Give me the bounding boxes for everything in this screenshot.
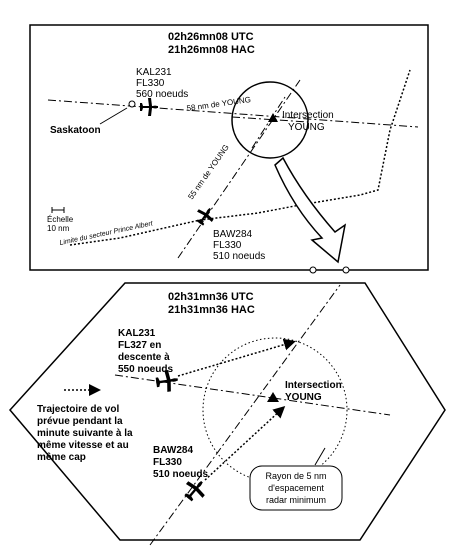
top-dist-baw-label: 55 nm de YOUNG — [186, 143, 231, 201]
bottom-kal-level: FL327 en — [118, 340, 161, 351]
bottom-baw-callsign: BAW284 — [153, 445, 193, 456]
bottom-panel-frame — [9, 282, 446, 541]
top-hac-time: 21h26mn08 HAC — [168, 44, 255, 56]
legend-line-4: même vitesse et au — [37, 440, 129, 451]
bottom-young-triangle — [267, 392, 279, 402]
top-panel: 02h26mn08 UTC 21h26mn08 HAC Intersection… — [29, 24, 429, 274]
radius-line-3: radar minimum — [266, 495, 326, 505]
top-baw-aircraft — [192, 203, 218, 229]
top-kal-speed: 560 noeuds — [136, 89, 188, 100]
top-kal-callsign: KAL231 — [136, 67, 172, 78]
legend-line-2: prévue pendant la — [37, 416, 123, 427]
bottom-hac-time: 21h31mn36 HAC — [168, 304, 255, 316]
top-saskatoon-pointer — [99, 107, 128, 125]
top-separation-circle — [231, 81, 309, 159]
top-scale-label: Échelle — [47, 215, 74, 224]
bottom-kal-callsign: KAL231 — [118, 328, 156, 339]
legend-line-5: même cap — [37, 452, 86, 463]
bottom-kal-projected-path — [177, 338, 296, 377]
bottom-utc-time: 02h31mn36 UTC — [168, 291, 254, 303]
top-intersection-label: Intersection — [282, 110, 334, 121]
bottom-young-label: YOUNG — [285, 392, 322, 403]
bottom-kal-line3: descente à — [118, 352, 170, 363]
bottom-kal-route — [114, 374, 391, 416]
bottom-separation-circle — [202, 337, 348, 483]
top-saskatoon-marker — [128, 100, 136, 108]
top-young-label: YOUNG — [288, 122, 325, 133]
top-baw-route-inner — [251, 96, 286, 149]
legend-line-1: Trajectoire de vol — [37, 404, 119, 415]
bottom-baw-speed: 510 noeuds — [153, 469, 208, 480]
top-hinge-right — [342, 266, 350, 274]
top-baw-level: FL330 — [213, 240, 242, 251]
bottom-kal-line4: 550 noeuds — [118, 364, 173, 375]
top-scale-value: 10 nm — [47, 224, 70, 233]
top-hinge-left — [309, 266, 317, 274]
top-sector-limit-label: Limite du secteur Prince Albert — [59, 220, 154, 247]
legend-line-3: minute suivante à la — [37, 428, 133, 439]
radius-pointer — [314, 447, 326, 466]
bottom-baw-projected-path — [204, 405, 286, 481]
bottom-intersection-label: Intersection — [285, 380, 342, 391]
radius-line-1: Rayon de 5 nm — [265, 471, 326, 481]
top-kal-route — [47, 99, 419, 128]
top-kal-level: FL330 — [136, 78, 165, 89]
top-kal-aircraft — [140, 98, 158, 116]
zoom-arrow — [274, 156, 347, 264]
top-baw-route — [177, 79, 301, 259]
radius-callout-box — [249, 465, 343, 511]
bottom-baw-route — [149, 284, 341, 546]
bottom-panel: 02h31mn36 UTC 21h31mn36 HAC Intersection… — [9, 282, 446, 546]
top-utc-time: 02h26mn08 UTC — [168, 31, 254, 43]
top-panel-frame — [29, 24, 429, 271]
top-baw-callsign: BAW284 — [213, 229, 253, 240]
top-baw-speed: 510 noeuds — [213, 251, 265, 262]
top-saskatoon-label: Saskatoon — [50, 125, 101, 136]
top-young-triangle — [268, 113, 278, 122]
bottom-baw-level: FL330 — [153, 457, 182, 468]
radius-line-2: d'espacement — [268, 483, 324, 493]
